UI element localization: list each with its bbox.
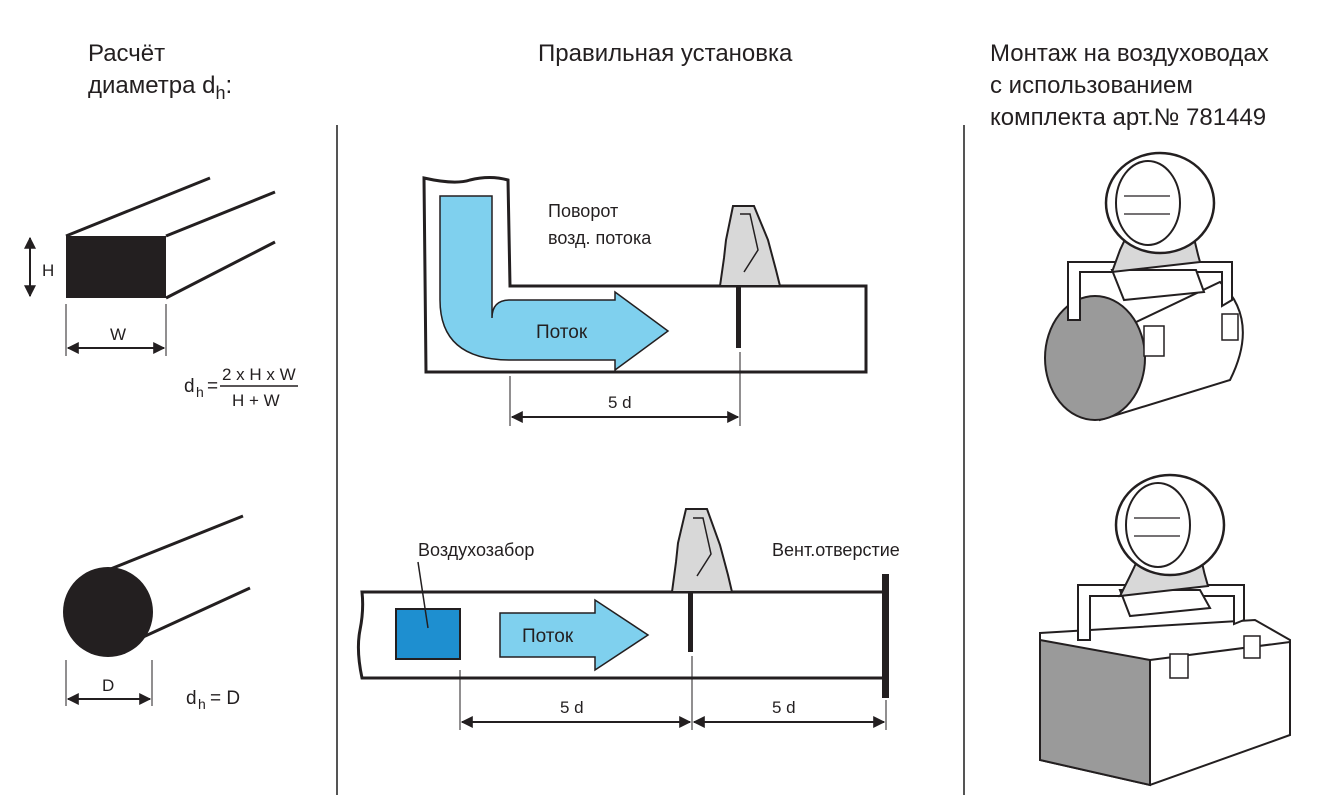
intake-label: Воздухозабор bbox=[418, 540, 534, 560]
rectangular-duct-illustration: H W d h = 2 x H x W H + W bbox=[24, 176, 298, 410]
turn-label-2: возд. потока bbox=[548, 228, 652, 248]
air-intake-box bbox=[395, 608, 461, 660]
formula-numerator: 2 x H x W bbox=[222, 365, 296, 384]
round-duct-mount-illustration bbox=[1044, 151, 1244, 422]
label-W: W bbox=[110, 325, 126, 344]
svg-text:d: d bbox=[186, 688, 197, 709]
svg-text:=: = bbox=[207, 376, 218, 397]
dist-bottom-label-1: 5 d bbox=[560, 698, 584, 717]
divider-right bbox=[963, 125, 965, 795]
svg-text:h: h bbox=[198, 696, 206, 712]
dist-bottom-label-2: 5 d bbox=[772, 698, 796, 717]
label-D: D bbox=[102, 676, 114, 695]
sensor-top bbox=[718, 205, 782, 348]
vent-cap bbox=[882, 574, 889, 698]
svg-text:= D: = D bbox=[210, 688, 240, 709]
turn-label-1: Поворот bbox=[548, 201, 618, 221]
rect-duct-front bbox=[1039, 638, 1151, 787]
middle-column-title: Правильная установка bbox=[538, 40, 793, 67]
flow-label-top: Поток bbox=[536, 322, 588, 343]
right-title-line3: комплекта арт.№ 781449 bbox=[990, 104, 1267, 131]
right-title-line2: с использованием bbox=[990, 72, 1193, 99]
svg-text:h: h bbox=[196, 384, 204, 400]
divider-left bbox=[336, 125, 338, 795]
round-duct-section bbox=[63, 567, 153, 657]
label-H: H bbox=[42, 261, 54, 280]
flow-arrow-bend bbox=[439, 195, 670, 372]
sensor-bottom bbox=[670, 508, 734, 652]
round-duct-illustration: D d h = D bbox=[63, 514, 251, 712]
left-column-title: Расчёт диаметра dh: bbox=[88, 38, 232, 109]
formula-rect: d h = 2 x H x W H + W bbox=[184, 365, 298, 410]
left-title-line2: диаметра dh: bbox=[88, 72, 233, 103]
flow-label-bottom: Поток bbox=[522, 626, 574, 647]
bend-installation-diagram: Поток Поворот возд. потока 5 d bbox=[422, 176, 868, 426]
formula-denominator: H + W bbox=[232, 391, 280, 410]
right-title-line1: Монтаж на воздуховодах bbox=[990, 40, 1269, 67]
flow-arrow-straight bbox=[499, 598, 650, 672]
dist-top-label: 5 d bbox=[608, 393, 632, 412]
round-duct-end bbox=[1044, 295, 1146, 421]
vent-label: Вент.отверстие bbox=[772, 540, 900, 560]
right-column-title: Монтаж на воздуховодах с использованием … bbox=[990, 38, 1330, 134]
svg-text:d: d bbox=[184, 376, 195, 397]
rect-duct-section bbox=[66, 236, 166, 298]
rect-duct-mount-illustration bbox=[1039, 473, 1291, 787]
left-title-line1: Расчёт bbox=[88, 40, 166, 67]
formula-round: d h = D bbox=[186, 688, 240, 712]
straight-installation-diagram: Воздухозабор Поток Вент.отверстие 5 d 5 … bbox=[356, 508, 900, 730]
